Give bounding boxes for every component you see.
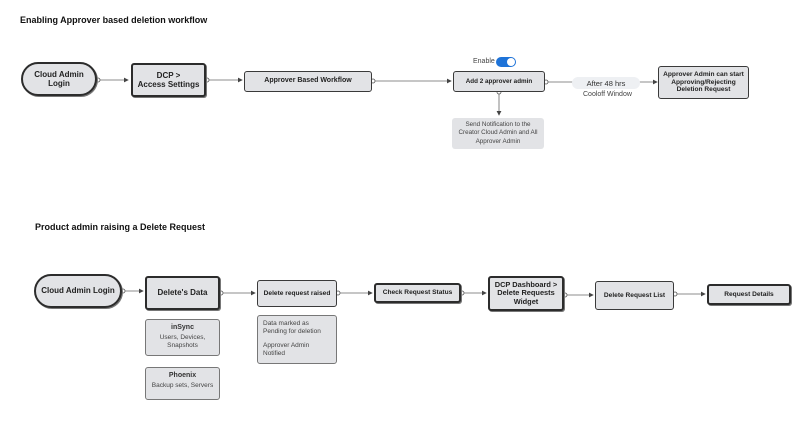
insync-items: Users, Devices, Snapshots <box>159 334 206 350</box>
section2-title: Product admin raising a Delete Request <box>35 222 206 232</box>
deletes-data-node[interactable]: Delete's Data <box>145 276 220 310</box>
approver-based-workflow-node[interactable]: Approver Based Workflow <box>244 71 372 92</box>
dcp-access-settings-node[interactable]: DCP > Access Settings <box>131 63 206 97</box>
phoenix-box: Phoenix Backup sets, Servers <box>145 367 220 400</box>
send-notification-note: Send Notification to the Creator Cloud A… <box>452 118 544 149</box>
approver-admin-start-node[interactable]: Approver Admin can start Approving/Rejec… <box>658 66 749 99</box>
delete-request-raised-node[interactable]: Delete request raised <box>257 280 337 307</box>
phoenix-title: Phoenix <box>168 372 197 379</box>
phoenix-items: Backup sets, Servers <box>151 382 214 389</box>
insync-title: inSync <box>171 324 194 331</box>
cloud-admin-login-node[interactable]: Cloud Admin Login <box>21 62 97 96</box>
add-approver-admin-node[interactable]: Add 2 approver admin <box>453 71 545 92</box>
check-request-status-node[interactable]: Check Request Status <box>374 283 461 303</box>
cloud-admin-login-node-2[interactable]: Cloud Admin Login <box>34 274 122 308</box>
pending-deletion-note: Data marked as Pending for deletion Appr… <box>257 315 337 364</box>
dcp-dashboard-widget-node[interactable]: DCP Dashboard > Delete Requests Widget <box>488 276 564 311</box>
delete-request-list-node[interactable]: Delete Request List <box>595 281 674 310</box>
pending-text: Data marked as Pending for deletion <box>263 320 321 336</box>
enable-toggle[interactable] <box>496 57 516 67</box>
request-details-node[interactable]: Request Details <box>707 284 791 305</box>
cooloff-window-label: Cooloff Window <box>583 91 632 98</box>
insync-box: inSync Users, Devices, Snapshots <box>145 319 220 356</box>
enable-label: Enable <box>473 58 495 65</box>
section1-title: Enabling Approver based deletion workflo… <box>20 15 208 25</box>
after-48-hrs-label: After 48 hrs <box>572 77 640 89</box>
notified-text: Approver Admin Notified <box>263 341 310 358</box>
